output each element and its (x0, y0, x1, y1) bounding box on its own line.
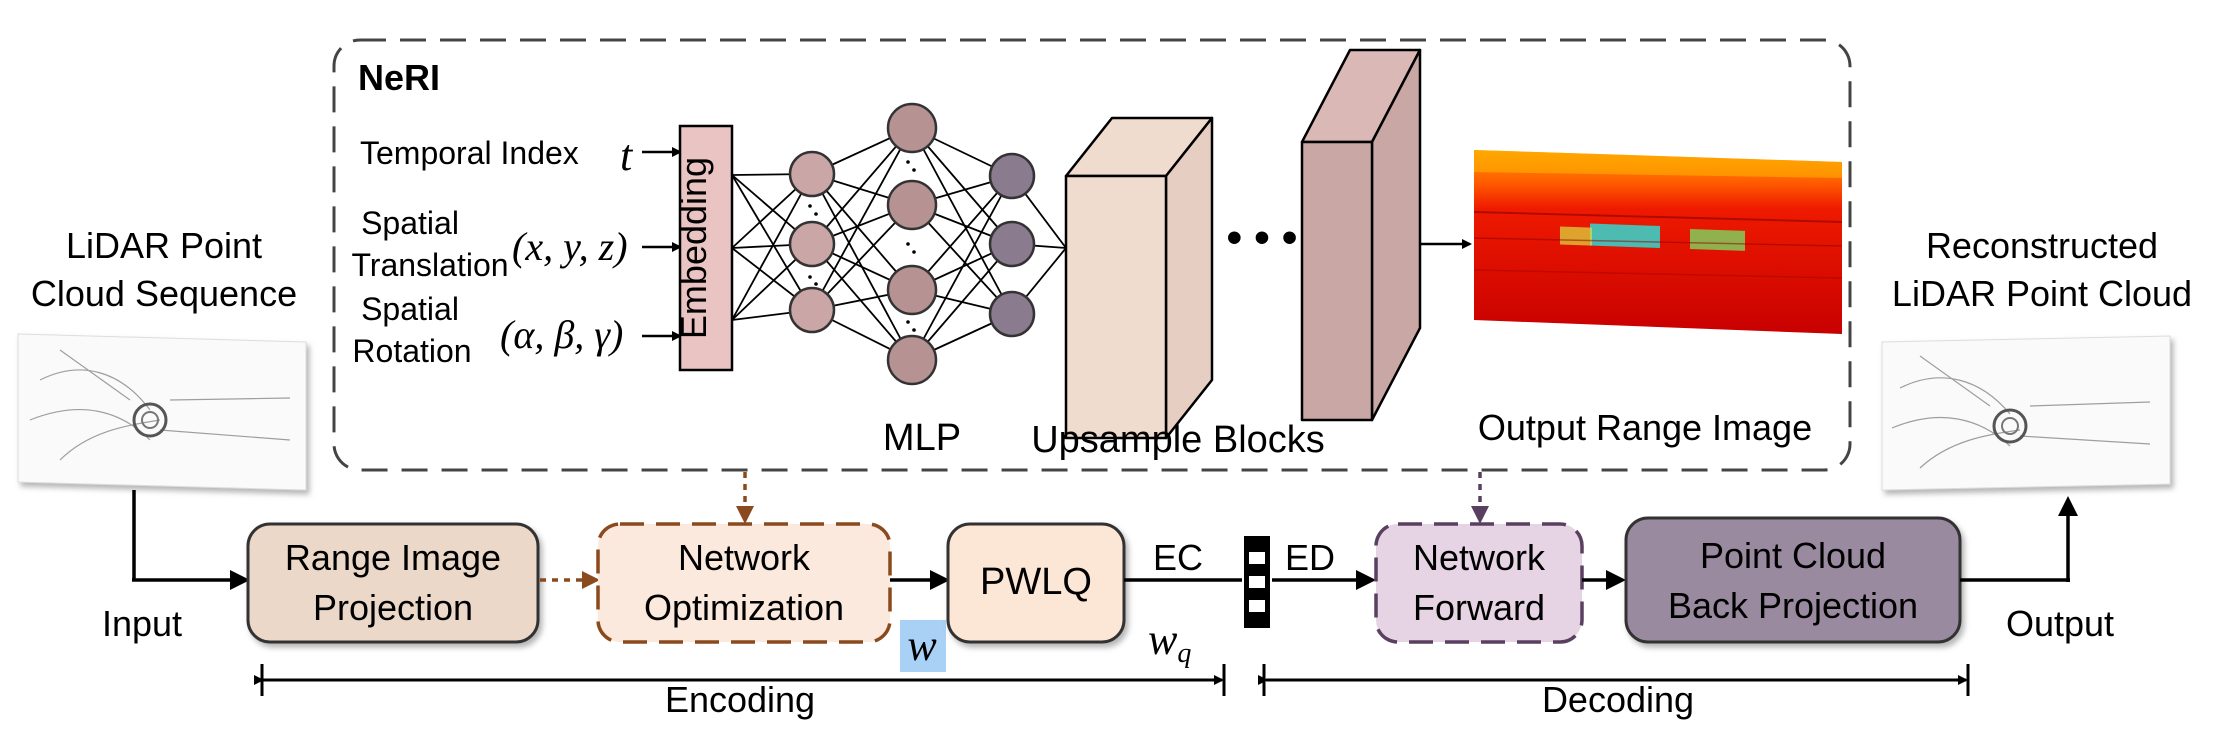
upsample-block-1 (1064, 116, 1214, 440)
neri-container (332, 38, 1852, 472)
reconstructed-title-2: LiDAR Point Cloud (1892, 273, 2192, 314)
network-optimization-line-2: Optimization (644, 587, 844, 628)
lidar-sequence-title-1: LiDAR Point (66, 225, 262, 266)
rotation-symbol: (α, β, γ) (500, 312, 623, 357)
rotation-label-1: Spatial (361, 291, 459, 327)
input-point-cloud-image (17, 333, 307, 491)
neri-title: NeRI (358, 57, 440, 98)
embedding-box (678, 124, 734, 372)
bitstream-icon (1244, 536, 1270, 628)
mlp-layer-1 (788, 150, 836, 334)
range-projection-line-2: Projection (313, 587, 473, 628)
network-forward-box (1374, 522, 1584, 644)
output-point-cloud-image (1881, 335, 2171, 491)
mlp-label: MLP (883, 417, 961, 459)
output-range-label: Output Range Image (1478, 407, 1812, 448)
pwlq-box (946, 522, 1126, 644)
encoding-bracket (254, 664, 1226, 696)
w-symbol: w (907, 621, 937, 670)
network-optimization-box (596, 522, 892, 644)
decoding-bracket (1258, 664, 1970, 696)
output-range-image (1473, 150, 1843, 334)
rotation-label-2: Rotation (352, 333, 471, 369)
back-projection-line-1: Point Cloud (1700, 535, 1886, 576)
translation-symbol: (x, y, z) (512, 224, 628, 269)
back-projection-line-2: Back Projection (1668, 585, 1918, 626)
network-optimization-line-1: Network (678, 537, 811, 578)
mlp-layer-3 (988, 152, 1036, 338)
mlp-ellipsis-dots (808, 160, 916, 332)
range-image-projection-box (246, 522, 540, 644)
translation-label-1: Spatial (361, 205, 459, 241)
ec-label: EC (1153, 537, 1203, 578)
decoding-label: Decoding (1542, 679, 1694, 720)
input-label: Input (102, 603, 182, 644)
upsample-block-2 (1300, 48, 1422, 422)
embedding-label: Embedding (673, 157, 714, 339)
ed-label: ED (1285, 537, 1335, 578)
lidar-sequence-title-2: Cloud Sequence (31, 273, 297, 314)
range-projection-line-1: Range Image (285, 537, 501, 578)
translation-label-2: Translation (351, 247, 508, 283)
output-label: Output (2006, 603, 2114, 644)
wq-symbol: wq (1148, 615, 1191, 669)
network-forward-line-1: Network (1413, 537, 1546, 578)
w-highlight (900, 620, 946, 672)
encoding-label: Encoding (665, 679, 815, 720)
network-forward-line-2: Forward (1413, 587, 1545, 628)
upsample-ellipsis: • • • (1227, 213, 1298, 262)
mlp-layer-2 (886, 102, 938, 386)
temporal-index-label: Temporal Index (360, 135, 579, 171)
reconstructed-title-1: Reconstructed (1926, 225, 2158, 266)
pwlq-label: PWLQ (980, 561, 1092, 603)
upsample-label: Upsample Blocks (1031, 419, 1325, 461)
temporal-symbol: t (620, 131, 634, 180)
